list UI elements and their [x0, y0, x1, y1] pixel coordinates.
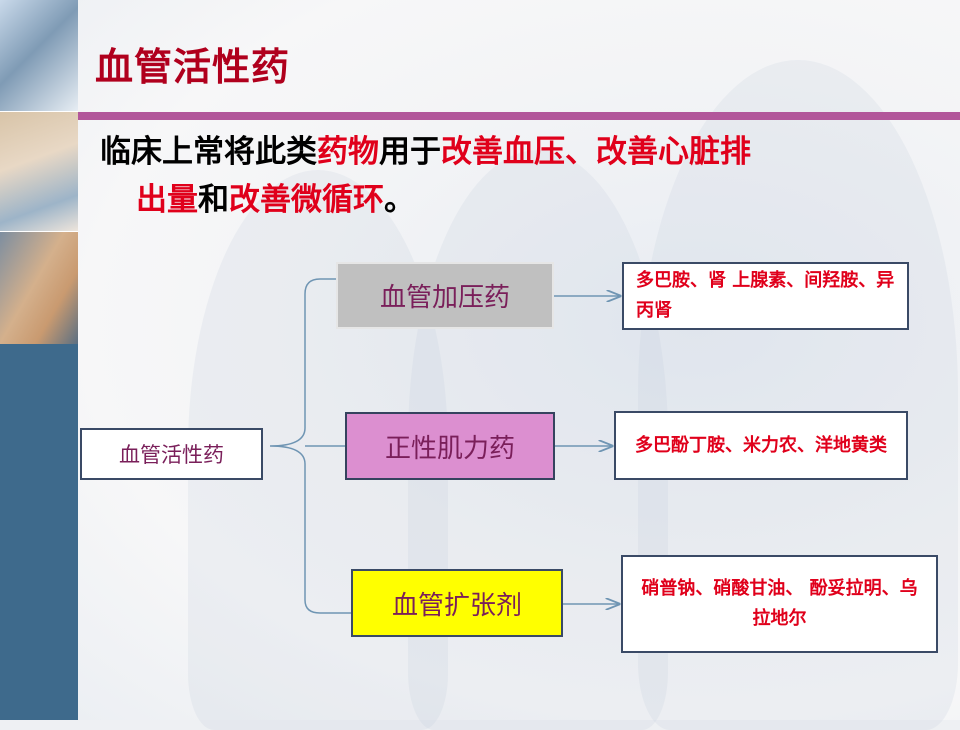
- intro-text: 用于: [379, 134, 441, 170]
- inotrope-node: 正性肌力药: [345, 412, 555, 480]
- intro-line-2: 出量和改善微循环。: [100, 176, 950, 224]
- vasopressor-node: 血管加压药: [336, 262, 554, 329]
- intro-text: 和: [198, 182, 229, 218]
- slide-title: 血管活性药: [95, 45, 291, 89]
- doctor-photo-thumbnail: [0, 112, 78, 232]
- intro-highlight: 改善微循环: [229, 182, 384, 218]
- intro-highlight: 药物: [317, 134, 379, 170]
- vasopressor-drugs: 多巴胺、肾 上腺素、间羟胺、异丙肾: [622, 262, 909, 330]
- intro-highlight: 改善血压、改善心脏排: [441, 134, 751, 170]
- left-photo-strip: [0, 0, 78, 720]
- blood-pressure-photo-thumbnail: [0, 232, 78, 344]
- intro-line-1: 临床上常将此类药物用于改善血压、改善心脏排: [100, 128, 950, 176]
- vasodilator-node: 血管扩张剂: [351, 569, 563, 637]
- intro-paragraph: 临床上常将此类药物用于改善血压、改善心脏排 出量和改善微循环。: [100, 128, 950, 224]
- intro-text: 。: [384, 182, 415, 218]
- root-node: 血管活性药: [80, 428, 263, 480]
- intro-highlight: 出量: [136, 182, 198, 218]
- title-divider: [78, 112, 960, 120]
- inotrope-drugs: 多巴酚丁胺、米力农、洋地黄类: [614, 411, 908, 480]
- vasodilator-drugs: 硝普钠、硝酸甘油、 酚妥拉明、乌拉地尔: [621, 555, 938, 653]
- intro-text: 临床上常将此类: [100, 134, 317, 170]
- lab-photo-thumbnail: [0, 0, 78, 112]
